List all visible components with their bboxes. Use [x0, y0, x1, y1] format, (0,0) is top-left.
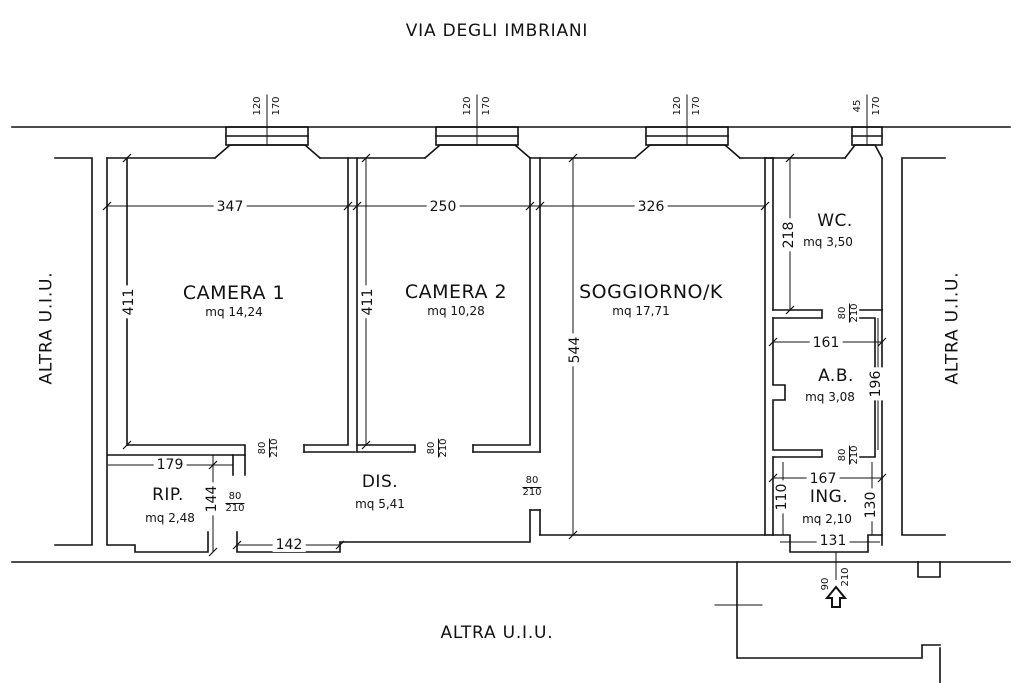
room-ing-area: mq 2,10: [802, 512, 852, 526]
window1-height: 170: [271, 96, 282, 116]
window-4: [843, 126, 884, 160]
dim-rip-width: 179: [153, 458, 187, 472]
room-soggiorno-name: SOGGIORNO/K: [579, 281, 723, 303]
dim-ing-depth-left: 110: [774, 480, 790, 514]
window3-sill: 120: [672, 96, 683, 116]
window4-height: 170: [871, 96, 882, 116]
room-dis-name: DIS.: [361, 472, 399, 492]
street-label: VIA DEGLI IMBRIANI: [405, 21, 589, 41]
room-ab-name: A.B.: [818, 366, 854, 386]
window3-height: 170: [691, 96, 702, 116]
room-camera2-name: CAMERA 2: [404, 281, 508, 303]
dim-ab-depth: 196: [868, 367, 884, 401]
left-neighbor-wall: [54, 157, 93, 546]
dim-camera1-width: 347: [213, 200, 247, 214]
window1-sill: 120: [252, 96, 263, 116]
room-wc-area: mq 3,50: [803, 235, 853, 249]
door-entrance-height: 210: [840, 567, 851, 587]
room-soggiorno-area: mq 17,71: [612, 304, 670, 318]
dimension-ticks: [102, 153, 887, 557]
dim-rip-depth: 144: [204, 482, 220, 516]
dim-ing-width: 167: [806, 472, 840, 486]
camera2-walls: [356, 157, 541, 453]
right-neighbor-label: ALTRA U.I.U.: [942, 271, 963, 385]
window4-sill: 45: [852, 99, 863, 113]
room-rip-name: RIP.: [152, 485, 184, 505]
right-neighbor-wall: [901, 157, 946, 536]
dim-soggiorno-depth: 544: [567, 333, 583, 367]
dim-entrance-width: 131: [816, 534, 850, 548]
dim-soggiorno-width: 326: [634, 200, 668, 214]
lower-annex: [714, 561, 941, 683]
left-neighbor-label: ALTRA U.I.U.: [36, 271, 57, 385]
dim-camera2-depth: 411: [360, 285, 376, 319]
outer-walls: [106, 157, 883, 553]
room-dis-area: mq 5,41: [355, 497, 405, 511]
room-wc-name: WC.: [817, 211, 853, 231]
dim-camera2-width: 250: [426, 200, 460, 214]
dim-wc-depth: 218: [781, 218, 797, 252]
dim-dis-width: 142: [272, 538, 306, 552]
window2-height: 170: [481, 96, 492, 116]
room-ab-area: mq 3,08: [805, 390, 855, 404]
room-ing-name: ING.: [809, 487, 849, 507]
window2-sill: 120: [462, 96, 473, 116]
dim-ab-width: 161: [809, 336, 843, 350]
dim-camera1-depth: 411: [121, 285, 137, 319]
door-entrance-width: 90: [820, 577, 831, 591]
dim-ing-depth-right: 130: [863, 488, 879, 522]
room-camera2-area: mq 10,28: [427, 304, 485, 318]
room-camera1-area: mq 14,24: [205, 305, 263, 319]
bottom-neighbor-label: ALTRA U.I.U.: [440, 623, 554, 643]
entrance-arrow-icon: [824, 552, 848, 608]
room-camera1-name: CAMERA 1: [182, 282, 286, 304]
room-rip-area: mq 2,48: [145, 511, 195, 525]
